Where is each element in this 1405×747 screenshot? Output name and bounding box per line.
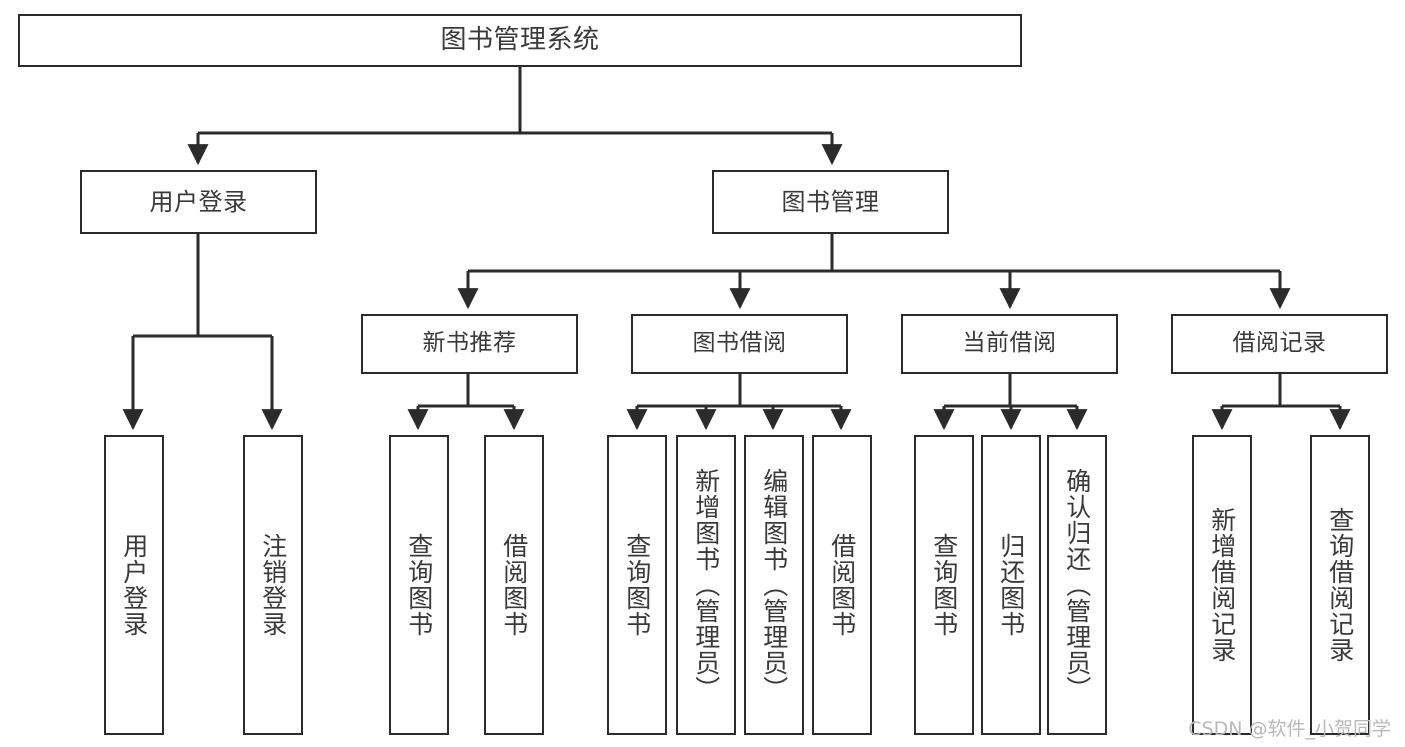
- node-leaf-borrow-book-1-label: 借阅图书: [499, 533, 529, 637]
- node-leaf-query-borrow-record[interactable]: 查询借阅记录: [1310, 435, 1370, 735]
- node-leaf-confirm-return[interactable]: 确认归还（管理员）: [1047, 435, 1107, 735]
- node-user-login[interactable]: 用户登录: [80, 170, 317, 234]
- node-current-borrow[interactable]: 当前借阅: [901, 314, 1118, 374]
- node-leaf-add-borrow-record-label: 新增借阅记录: [1207, 507, 1237, 663]
- node-user-login-label: 用户登录: [149, 187, 248, 216]
- node-book-borrow[interactable]: 图书借阅: [631, 314, 848, 374]
- node-leaf-return-book-label: 归还图书: [996, 533, 1026, 637]
- node-new-book-rec-label: 新书推荐: [422, 330, 517, 357]
- node-book-borrow-label: 图书借阅: [692, 330, 787, 357]
- node-leaf-query-book-3[interactable]: 查询图书: [914, 435, 974, 735]
- node-leaf-logout[interactable]: 注销登录: [243, 435, 303, 735]
- node-leaf-query-borrow-record-label: 查询借阅记录: [1325, 507, 1355, 663]
- node-leaf-query-book-2[interactable]: 查询图书: [607, 435, 667, 735]
- node-leaf-user-login-label: 用户登录: [119, 533, 149, 637]
- node-leaf-logout-label: 注销登录: [258, 533, 288, 637]
- node-leaf-edit-book-label: 编辑图书（管理员）: [759, 468, 789, 702]
- watermark-text: CSDN @软件_小贺同学: [1188, 718, 1391, 740]
- node-leaf-query-book-1-label: 查询图书: [404, 533, 434, 637]
- node-new-book-rec[interactable]: 新书推荐: [361, 314, 578, 374]
- node-leaf-borrow-book-2[interactable]: 借阅图书: [812, 435, 872, 735]
- node-leaf-add-borrow-record[interactable]: 新增借阅记录: [1192, 435, 1252, 735]
- node-leaf-borrow-book-1[interactable]: 借阅图书: [484, 435, 544, 735]
- node-leaf-confirm-return-label: 确认归还（管理员）: [1062, 468, 1092, 702]
- node-leaf-add-book-label: 新增图书（管理员）: [691, 468, 721, 702]
- node-root[interactable]: 图书管理系统: [18, 14, 1022, 67]
- node-borrow-record-label: 借阅记录: [1232, 330, 1327, 357]
- node-leaf-borrow-book-2-label: 借阅图书: [827, 533, 857, 637]
- node-current-borrow-label: 当前借阅: [962, 330, 1057, 357]
- node-leaf-query-book-1[interactable]: 查询图书: [389, 435, 449, 735]
- node-root-label: 图书管理系统: [440, 24, 600, 55]
- node-leaf-edit-book[interactable]: 编辑图书（管理员）: [744, 435, 804, 735]
- node-leaf-user-login[interactable]: 用户登录: [104, 435, 164, 735]
- node-book-manage-label: 图书管理: [781, 187, 880, 216]
- node-book-manage[interactable]: 图书管理: [712, 170, 949, 234]
- node-leaf-add-book[interactable]: 新增图书（管理员）: [676, 435, 736, 735]
- node-leaf-return-book[interactable]: 归还图书: [981, 435, 1041, 735]
- node-leaf-query-book-2-label: 查询图书: [622, 533, 652, 637]
- node-leaf-query-book-3-label: 查询图书: [929, 533, 959, 637]
- node-borrow-record[interactable]: 借阅记录: [1171, 314, 1388, 374]
